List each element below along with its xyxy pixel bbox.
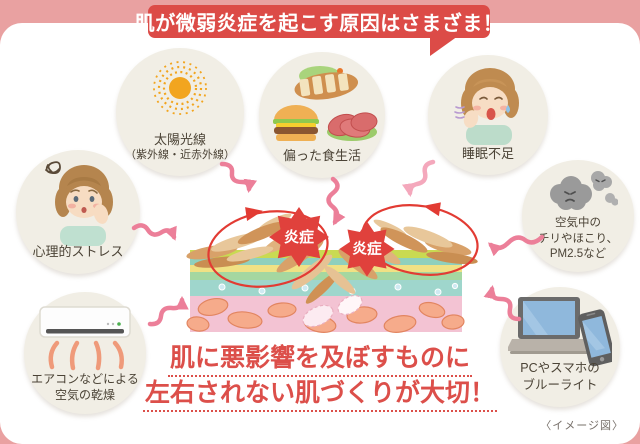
bottom-message-line2: 左右されない肌づくりが大切！	[142, 381, 497, 412]
bottom-message: 肌に悪影響を及ぼすものに 左右されない肌づくりが大切！	[0, 344, 640, 414]
cause-circle-dust: 空気中の チリやほこり、 PM2.5など	[522, 160, 634, 272]
dust-cloud-icon	[550, 171, 618, 210]
cause-circle-sunlight: 太陽光線 （紫外線・近赤外線）	[116, 48, 244, 176]
speech-bubble-tail	[430, 36, 458, 56]
cause-circle-blue-light: PCやスマホの ブルーライト	[500, 287, 620, 407]
cause-circle-diet: 偏った食生活	[259, 52, 385, 178]
image-caption: 〈イメージ図〉	[540, 420, 624, 432]
cause-label-air-conditioner: エアコンなどによる 空気の乾燥	[31, 371, 139, 402]
cause-label-sunlight: 太陽光線 （紫外線・近赤外線）	[125, 131, 235, 162]
cause-label-dust: 空気中の チリやほこり、 PM2.5など	[537, 217, 619, 261]
worried-woman-icon	[45, 161, 113, 246]
cause-label-blue-light: PCやスマホの ブルーライト	[520, 361, 600, 393]
page-title: 肌が微弱炎症を起こす原因はさまざま！	[134, 13, 504, 35]
cause-circle-sleep: 睡眠不足	[428, 55, 548, 175]
laptop-smartphone-icon	[508, 297, 612, 367]
cause-circle-stress: 心理的ストレス	[16, 150, 140, 274]
cause-circle-air-conditioner: エアコンなどによる 空気の乾燥	[24, 292, 146, 414]
sun-icon	[153, 61, 207, 115]
title-speech-bubble: 肌が微弱炎症を起こす原因はさまざま！	[135, 5, 503, 56]
unbalanced-food-icon	[273, 66, 378, 141]
cause-label-stress: 心理的ストレス	[32, 244, 124, 260]
yawning-woman-icon	[454, 68, 519, 145]
cause-label-sleep: 睡眠不足	[461, 146, 514, 162]
cause-label-diet: 偏った食生活	[282, 148, 361, 164]
air-conditioner-icon	[39, 306, 131, 371]
bottom-message-line1: 肌に悪影響を及ぼすものに	[167, 346, 472, 377]
